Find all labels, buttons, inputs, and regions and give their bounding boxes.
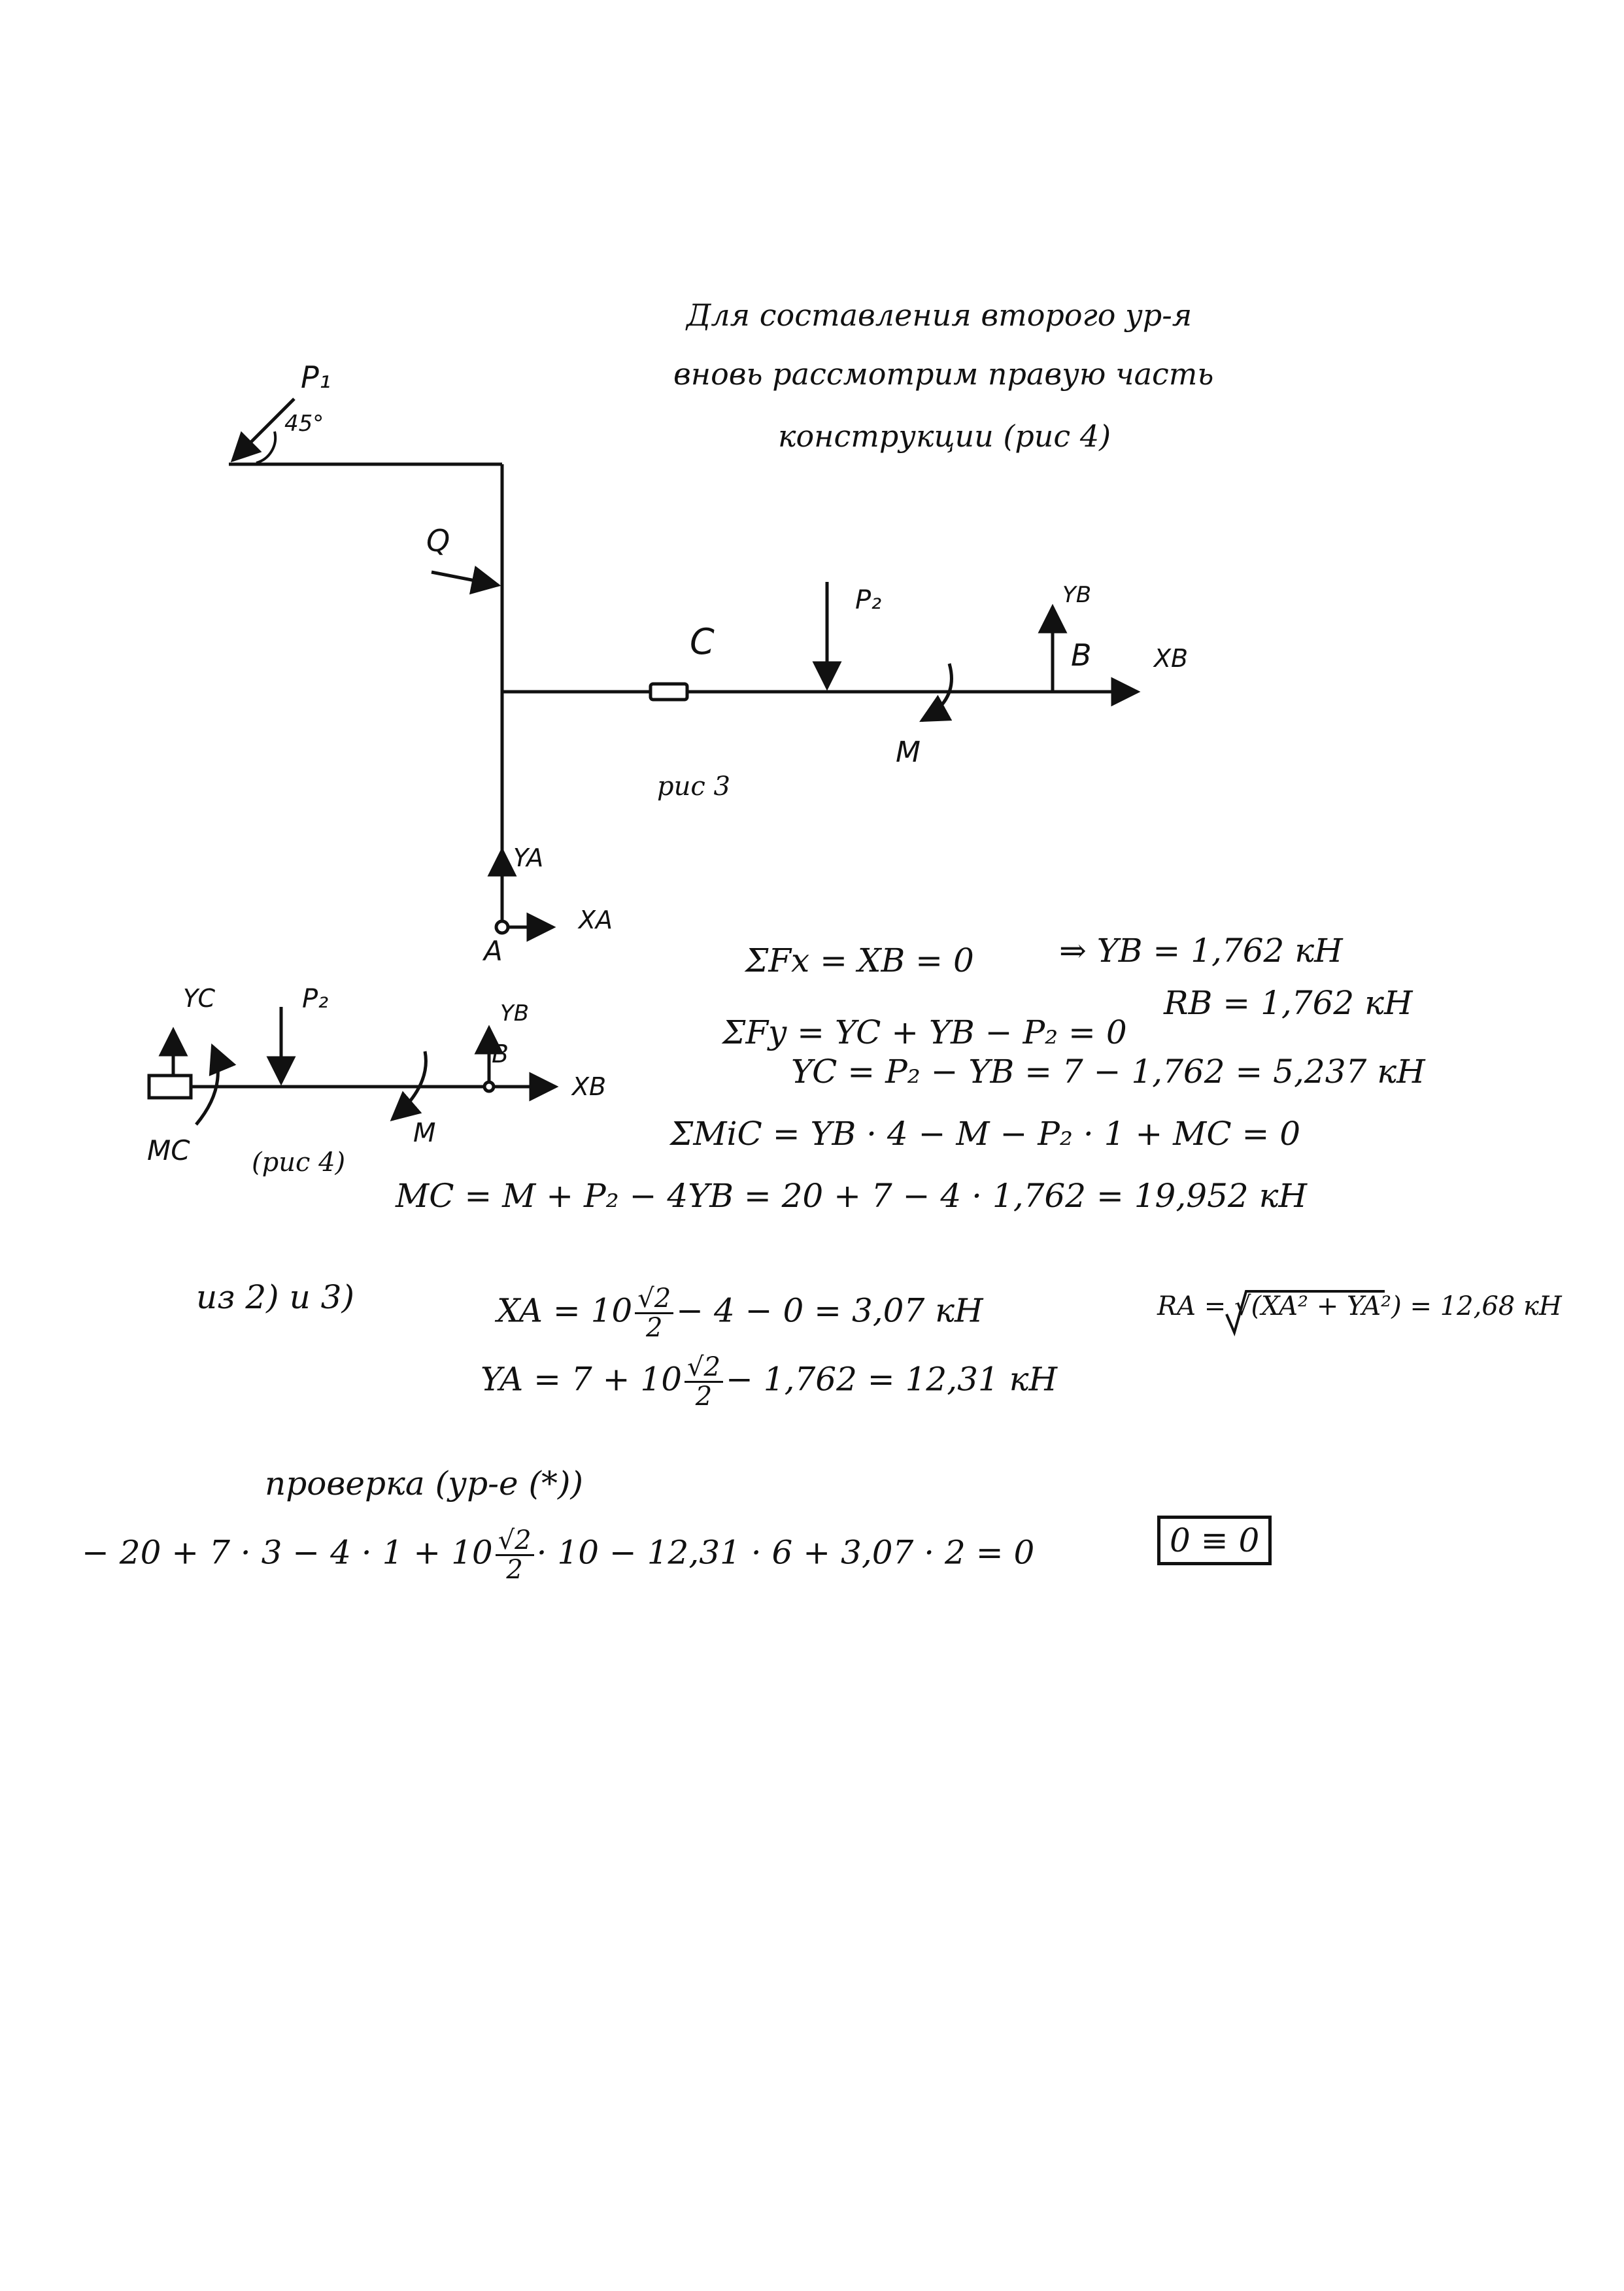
ya-rest: − 1,762 = 12,31 кН	[725, 1360, 1058, 1399]
figure-3	[229, 398, 1141, 942]
label-xb: XB	[1154, 644, 1189, 673]
label-angle-45: 45°	[284, 411, 324, 437]
check-title: проверка (ур-е (*))	[265, 1465, 583, 1502]
label-m-fig4: M	[413, 1118, 436, 1148]
label-p2: P₂	[855, 585, 882, 615]
label-p1: P₁	[301, 360, 331, 395]
eq-yc: YC = P₂ − YB = 7 − 1,762 = 5,237 кН	[791, 1053, 1425, 1091]
label-b: B	[1071, 637, 1092, 673]
xa-lhs: XA = 10	[497, 1291, 633, 1330]
eq-yb-result: ⇒ YB = 1,762 кН	[1059, 932, 1343, 970]
intro-line-1: Для составления второго ур-я	[686, 297, 1193, 333]
check-lhs: − 20 + 7 · 3 − 4 · 1 + 10	[82, 1533, 493, 1572]
ra-radical	[1225, 1290, 1385, 1336]
intro-line-2: вновь рассмотрим правую часть	[673, 356, 1214, 392]
label-xb-fig4: XB	[572, 1072, 607, 1101]
ya-frac-num: √2	[685, 1353, 723, 1383]
hinge-c	[649, 682, 689, 702]
label-yb-fig4: YB	[500, 1000, 530, 1027]
label-m: M	[896, 736, 921, 769]
label-mc: MC	[147, 1134, 190, 1166]
moment-m-arc	[919, 663, 953, 722]
eq-sum-fx: ΣFx = XB = 0	[745, 942, 974, 979]
check-result-box: 0 ≡ 0	[1157, 1516, 1272, 1565]
eq-ra: RA = √(XA² + YA²) = 12,68 кН	[1157, 1291, 1562, 1321]
check-rest: · 10 − 12,31 · 6 + 3,07 · 2 = 0	[536, 1533, 1035, 1572]
eq-rb-result: RB = 1,762 кН	[1164, 984, 1413, 1022]
xa-rest: − 4 − 0 = 3,07 кН	[676, 1291, 983, 1330]
eq-mc: MC = M + P₂ − 4YB = 20 + 7 − 4 · 1,762 =…	[396, 1177, 1308, 1215]
label-p2-fig4: P₂	[302, 984, 329, 1014]
label-xa: XA	[579, 906, 613, 934]
label-ya: YA	[513, 843, 544, 872]
clamp-c	[147, 1074, 193, 1100]
m-arc-fig4	[390, 1051, 428, 1121]
hinge-b-fig4	[482, 1080, 496, 1093]
label-a: A	[484, 935, 503, 967]
eq-from-label: из 2) и 3)	[196, 1278, 354, 1316]
label-q: Q	[426, 523, 450, 558]
p1-arrow	[230, 398, 296, 463]
xa-frac-num: √2	[635, 1285, 674, 1314]
eq-sum-fy: ΣFy = YC + YB − P₂ = 0	[722, 1013, 1127, 1051]
figure-4	[147, 1007, 559, 1126]
label-yc: YC	[183, 984, 216, 1013]
intro-line-3: конструкции (рис 4)	[778, 418, 1111, 454]
check-frac-den: 2	[506, 1555, 523, 1585]
support-a	[494, 919, 510, 935]
ya-lhs: YA = 7 + 10	[481, 1360, 683, 1399]
check-frac-num: √2	[495, 1527, 534, 1556]
mc-arc	[195, 1043, 237, 1126]
angle-arc-45	[256, 431, 277, 464]
xa-frac-den: 2	[645, 1313, 663, 1343]
eq-sum-mc: ΣMiC = YB · 4 − M − P₂ · 1 + MC = 0	[670, 1115, 1301, 1153]
caption-fig3: рис 3	[657, 772, 730, 802]
caption-fig4: (рис 4)	[252, 1147, 346, 1178]
ya-frac-den: 2	[695, 1382, 713, 1412]
label-c: C	[690, 621, 715, 662]
q-arrow	[431, 566, 501, 595]
label-b-fig4: B	[492, 1040, 509, 1068]
label-yb: YB	[1062, 582, 1092, 608]
